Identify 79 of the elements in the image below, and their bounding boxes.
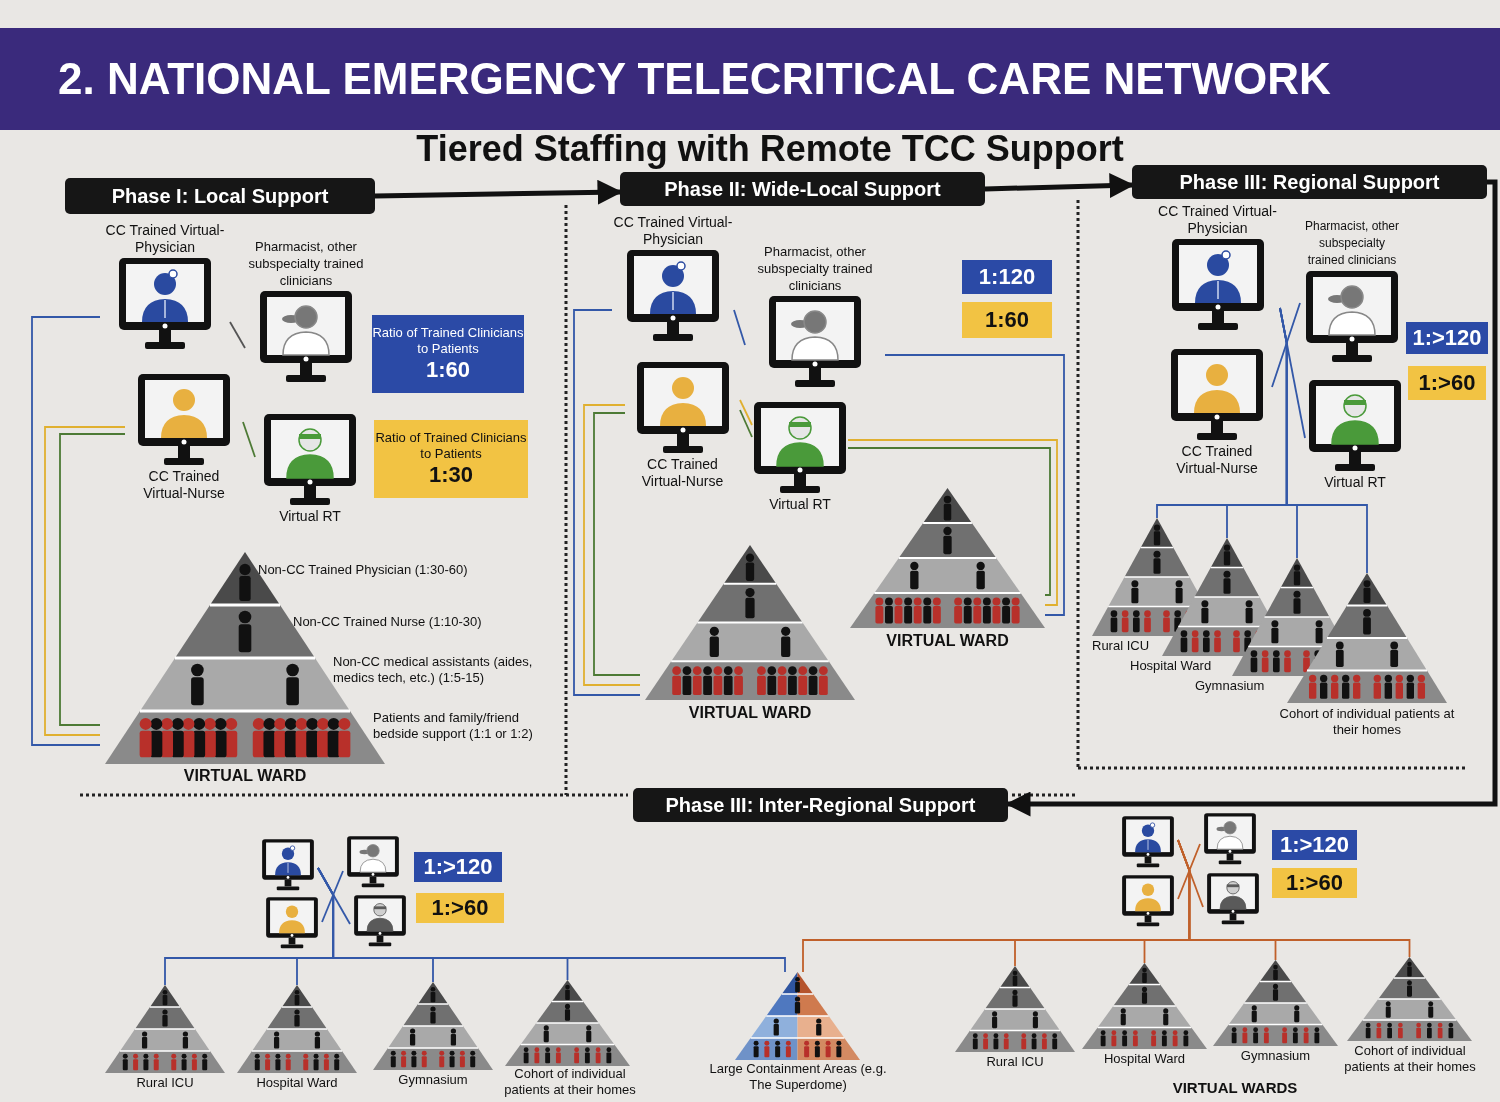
connector-line: [739, 409, 753, 438]
ratio-value: 1:>60: [1286, 870, 1343, 896]
phase-banner: Phase II: Wide-Local Support: [620, 172, 985, 206]
title-banner: 2. NATIONAL EMERGENCY TELECRITICAL CARE NETWORK: [0, 28, 1500, 130]
role-label: CC Trained Virtual-Nurse: [640, 456, 725, 490]
connector-line: [317, 867, 786, 973]
phase-banner: Phase III: Regional Support: [1132, 165, 1487, 199]
connector-line: [1279, 307, 1368, 574]
tier-label: Non-CC Trained Nurse (1:10-30): [293, 614, 483, 630]
connector-line: [44, 426, 126, 736]
role-label: CC Trained Virtual-Physician: [1157, 203, 1278, 237]
connector-line: [1271, 302, 1301, 388]
ratio-box: [374, 420, 528, 498]
role-label: Virtual RT: [1323, 474, 1387, 491]
ratio-value: 1:60: [984, 307, 1029, 333]
ratio-value: 1:30: [428, 462, 473, 488]
ward-label: Large Containment Areas (e.g. The Superdome): [708, 1061, 888, 1093]
ratio-box: [1272, 868, 1357, 898]
connector-line: [59, 433, 126, 726]
ratio-label: Ratio of Trained Clinicians to Patients: [374, 430, 528, 462]
ward-label: VIRTUAL WARD: [885, 631, 1010, 650]
tier-label: Patients and family/friend bedside support (1:1 or 1:2): [373, 710, 534, 742]
ratio-value: 1:120: [978, 264, 1036, 290]
role-label: CC Trained Virtual-Nurse: [142, 468, 226, 502]
group-label: VIRTUAL WARDS: [1171, 1079, 1299, 1096]
ratio-box: [416, 893, 504, 923]
role-label: Virtual RT: [278, 508, 342, 525]
ward-label: Rural ICU: [135, 1075, 195, 1091]
role-label: Virtual RT: [768, 496, 832, 513]
ratio-value: 1:>60: [431, 895, 489, 921]
connector-line: [733, 309, 746, 346]
ward-label: Gymnasium: [397, 1072, 469, 1088]
ratio-box: [1406, 322, 1488, 354]
ward-label: Gymnasium: [1239, 1048, 1312, 1064]
ratio-label: Ratio of Trained Clinicians to Patients: [372, 325, 524, 357]
tier-label: Non-CC Trained Physician (1:30-60): [258, 562, 469, 578]
ward-label: Cohort of individual patients at their homes: [1343, 1043, 1477, 1075]
connector-line: [1177, 843, 1201, 900]
ratio-box: [372, 315, 524, 393]
ward-label: VIRTUAL WARD: [687, 703, 813, 722]
connector-line: [1177, 839, 1411, 958]
connector-line: [573, 309, 641, 696]
phase-banner: Phase III: Inter-Regional Support: [633, 788, 1008, 822]
role-label: CC Trained Virtual-Physician: [612, 214, 734, 248]
connector-line: [229, 321, 246, 349]
ward-label: Rural ICU: [985, 1054, 1045, 1070]
ward-label: Cohort of individual patients at their homes: [503, 1066, 637, 1098]
ratio-value: 1:>60: [1418, 370, 1476, 396]
connector-line: [321, 870, 344, 923]
role-label: Pharmacist, other subspecialty trained clinicians: [756, 243, 874, 294]
ward-label: VIRTUAL WARD: [182, 766, 308, 785]
ward-label: Hospital Ward: [1130, 658, 1213, 674]
subtitle: Tiered Staffing with Remote TCC Support: [415, 128, 1125, 170]
ratio-box: [414, 852, 502, 882]
role-label: CC Trained Virtual-Physician: [104, 222, 226, 256]
connector-line: [593, 412, 641, 676]
connector-line: [242, 421, 256, 458]
ward-label: Cohort of individual patients at their homes: [1278, 706, 1456, 738]
connector-line: [583, 404, 641, 686]
ward-label: Rural ICU: [1092, 638, 1151, 654]
connector-line: [884, 354, 1065, 616]
ward-label: Gymnasium: [1195, 678, 1266, 694]
ward-label: Hospital Ward: [1102, 1051, 1187, 1067]
tier-label: Non-CC medical assistants (aides, medics tech, etc.) (1:5-15): [333, 654, 534, 686]
ratio-value: 1:>120: [423, 854, 493, 880]
connector-line: [31, 316, 101, 746]
role-label: CC Trained Virtual-Nurse: [1175, 443, 1259, 477]
role-label: Pharmacist, other subspecialty trained clinicians: [1303, 218, 1400, 269]
ward-label: Hospital Ward: [255, 1075, 339, 1091]
connector-line: [739, 399, 753, 426]
ratio-box: [1272, 830, 1357, 860]
phase-banner: Phase I: Local Support: [65, 178, 375, 214]
ratio-box: [962, 302, 1052, 338]
ratio-box: [1408, 366, 1486, 400]
ratio-value: 1:>120: [1279, 832, 1350, 858]
role-label: Pharmacist, other subspecialty trained clinicians: [247, 238, 365, 289]
ratio-value: 1:>120: [1412, 325, 1482, 351]
ratio-value: 1:60: [425, 357, 470, 383]
ratio-box: [962, 260, 1052, 294]
